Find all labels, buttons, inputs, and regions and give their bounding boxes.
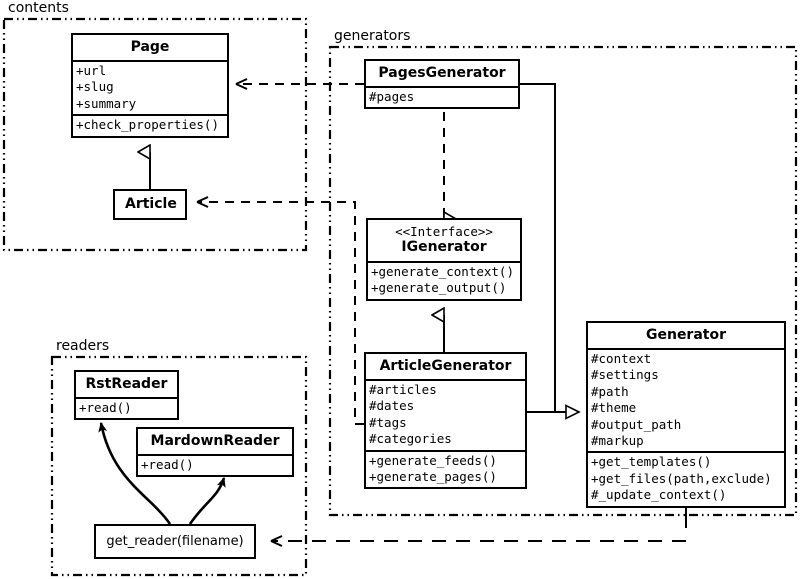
relation-articlegenerator-depends-article [196, 196, 364, 425]
class-box-article[interactable]: Article [113, 189, 187, 220]
attribute-markup: #markup [591, 433, 644, 449]
class-name-rstreader: RstReader [85, 376, 168, 392]
attribute-dates: #dates [369, 398, 415, 414]
class-name-generator: Generator [645, 327, 726, 343]
relation-generator-depends-getreader [270, 503, 687, 547]
method-check-properties: +check_properties() [76, 117, 219, 133]
class-name-page: Page [130, 39, 170, 55]
attribute-articles: #articles [369, 382, 437, 397]
attribute-summary: +summary [76, 95, 137, 111]
method-generate-pages: +generate_pages() [369, 469, 497, 485]
class-attributes-generator: #context #settings #path #theme #output_… [588, 348, 784, 451]
attribute-pages: #pages [369, 89, 415, 104]
class-methods-page: +check_properties() [73, 114, 227, 135]
class-box-rstreader[interactable]: RstReader +read() [74, 370, 179, 421]
class-attributes-page: +url +slug +summary [73, 60, 227, 114]
function-box-get-reader[interactable]: get_reader(filename) [94, 524, 256, 559]
method-update-context: #_update_context() [591, 487, 727, 503]
class-methods-generator: +get_templates() +get_files(path,exclude… [588, 451, 784, 505]
attribute-slug: +slug [76, 79, 114, 95]
class-box-generator[interactable]: Generator #context #settings #path #them… [586, 321, 786, 508]
class-stereotype-igenerator: <<Interface>> [395, 224, 493, 239]
class-box-pagesgenerator[interactable]: PagesGenerator #pages [364, 59, 520, 110]
class-name-igenerator: IGenerator [401, 239, 487, 255]
class-box-mardownreader[interactable]: MardownReader +read() [136, 427, 294, 478]
method-generate-output: +generate_output() [371, 280, 507, 296]
method-get-templates: +get_templates() [591, 454, 712, 470]
method-generate-feeds: +generate_feeds() [369, 452, 497, 468]
method-generate-context: +generate_context() [371, 264, 514, 279]
class-attributes-articlegenerator: #articles #dates #tags #categories [366, 379, 525, 450]
class-name-articlegenerator: ArticleGenerator [379, 358, 512, 374]
package-label-contents: contents [6, 0, 71, 16]
relation-getreader-calls-mardownreader [188, 477, 226, 525]
attribute-context: #context [591, 351, 652, 366]
class-name-pagesgenerator: PagesGenerator [378, 65, 506, 81]
attribute-categories: #categories [369, 431, 452, 447]
class-attributes-pagesgenerator: #pages [366, 86, 518, 107]
package-label-readers: readers [54, 338, 112, 354]
class-box-igenerator[interactable]: <<Interface>> IGenerator +generate_conte… [366, 218, 522, 301]
class-methods-articlegenerator: +generate_feeds() +generate_pages() [366, 449, 525, 488]
class-name-mardownreader: MardownReader [150, 433, 280, 449]
class-methods-igenerator: +generate_context() +generate_output() [368, 261, 520, 299]
class-methods-rstreader: +read() [76, 397, 177, 418]
function-label-get-reader: get_reader(filename) [106, 534, 244, 549]
method-read-markdown: +read() [141, 457, 194, 472]
class-methods-mardownreader: +read() [138, 454, 292, 475]
class-box-articlegenerator[interactable]: ArticleGenerator #articles #dates #tags … [364, 352, 527, 490]
class-name-article: Article [125, 196, 177, 212]
attribute-path: #path [591, 383, 629, 399]
method-read-rst: +read() [79, 400, 132, 415]
attribute-theme: #theme [591, 400, 637, 416]
attribute-url: +url [76, 63, 107, 78]
attribute-tags: #tags [369, 414, 407, 430]
package-label-generators: generators [332, 28, 413, 44]
attribute-output-path: #output_path [591, 416, 682, 432]
attribute-settings: #settings [591, 367, 659, 383]
class-box-page[interactable]: Page +url +slug +summary +check_properti… [71, 33, 229, 138]
method-get-files: +get_files(path,exclude) [591, 470, 772, 486]
relation-generators-inherit-generator [520, 83, 581, 420]
